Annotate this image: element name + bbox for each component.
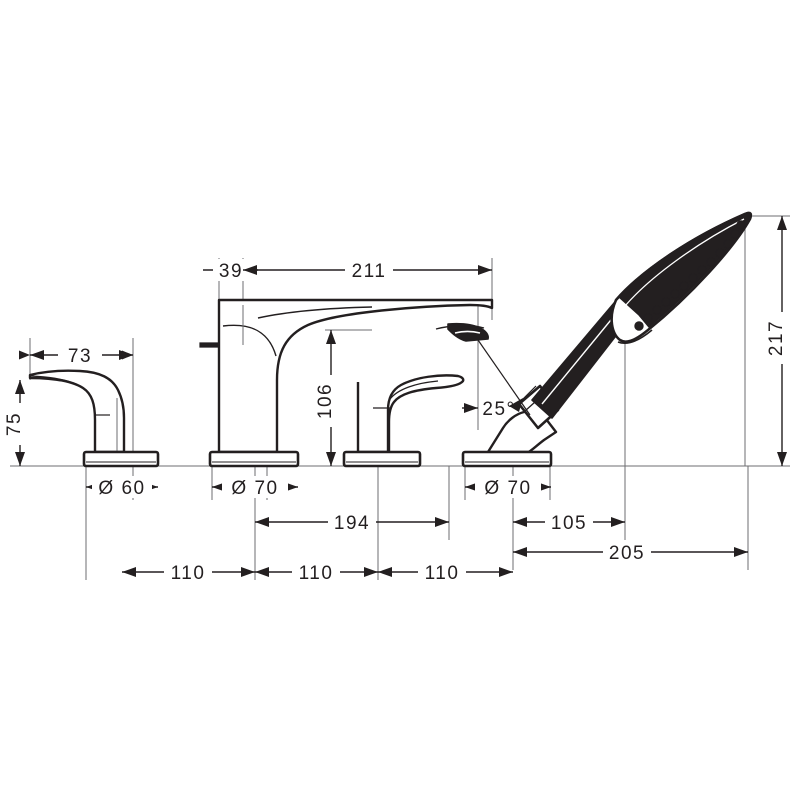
dim-handle-left-height: 75: [4, 380, 32, 466]
dim-label-211: 211: [352, 261, 387, 282]
dim-label-217: 217: [766, 320, 787, 356]
dim-shower-angle: 25°: [462, 339, 537, 420]
left-lever-handle: [28, 369, 126, 454]
dim-spacing-chain: 110 110 110: [122, 561, 513, 584]
dim-base-shower-diameter: Ø 70: [465, 476, 551, 499]
right-lever-handle: [356, 374, 465, 454]
bath-spout: [199, 298, 494, 454]
base-plate-3: [342, 450, 422, 468]
dim-spout-to-handle-right: 194: [255, 511, 449, 534]
dim-label-d70-shower: Ø 70: [484, 478, 531, 499]
dim-label-205: 205: [609, 543, 645, 564]
dim-shower-height: 217: [766, 216, 794, 466]
dim-label-105: 105: [551, 513, 587, 534]
dim-label-194: 194: [334, 513, 370, 534]
base-plate-2: [208, 450, 300, 468]
dim-label-d60: Ø 60: [98, 478, 145, 499]
dim-spout-reach: 211: [243, 259, 492, 282]
base-plate-4: [461, 450, 553, 468]
dim-label-110-c: 110: [425, 563, 460, 584]
dim-handle-left-width: 73: [19, 343, 133, 367]
dim-label-110-b: 110: [299, 563, 334, 584]
dim-shower-span: 205: [513, 541, 748, 564]
base-plate-1: [82, 450, 160, 468]
dim-shower-offset: 105: [513, 511, 625, 534]
dim-label-106: 106: [315, 383, 336, 419]
dim-base-spout-diameter: Ø 70: [212, 476, 298, 499]
dim-label-110-a: 110: [171, 563, 206, 584]
dim-spout-back-offset: 39: [203, 259, 258, 282]
dim-label-75: 75: [4, 412, 25, 436]
dim-label-25deg: 25°: [482, 399, 515, 420]
dim-label-39: 39: [219, 261, 243, 282]
dim-label-d70-spout: Ø 70: [231, 478, 278, 499]
dim-base-left-diameter: Ø 60: [86, 476, 158, 499]
handshower-on-angled-base: [486, 211, 753, 454]
dim-label-73: 73: [68, 346, 92, 367]
dim-spout-height: 106: [315, 330, 343, 466]
